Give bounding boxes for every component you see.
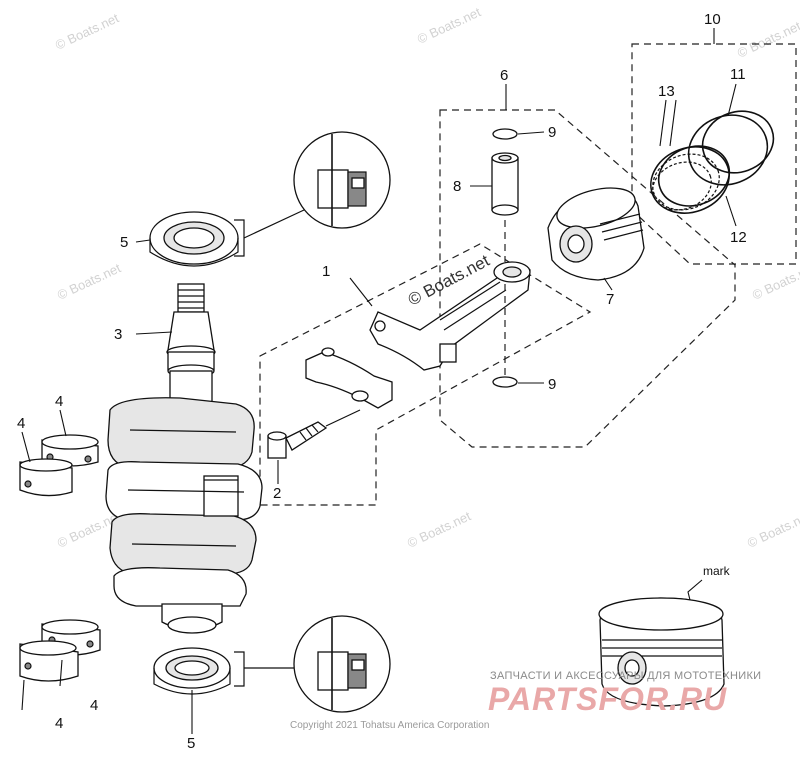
seal-detail-upper	[293, 131, 391, 229]
callout-2: 2	[273, 485, 281, 502]
mark-label: mark	[703, 564, 731, 578]
callout-9: 9	[548, 124, 556, 141]
callout-9: 9	[548, 376, 556, 393]
piston-pin	[491, 152, 519, 216]
footer: ЗАПЧАСТИ И АКСЕССУАРЫ ДЛЯ МОТОТЕХНИКИ PA…	[290, 670, 761, 731]
callout-6: 6	[500, 67, 508, 84]
callout-4: 4	[90, 697, 98, 714]
main-bearing-upper	[19, 434, 99, 497]
copyright-text: Copyright 2021 Tohatsu America Corporati…	[290, 720, 489, 731]
callout-5: 5	[187, 735, 195, 752]
callout-10: 10	[704, 11, 721, 28]
oil-seal-lower	[153, 647, 300, 695]
assembly-boundaries	[259, 43, 797, 506]
piston-ring-set	[650, 110, 775, 214]
callout-8: 8	[453, 178, 461, 195]
piston	[547, 187, 645, 281]
watermark: © Boats.net	[750, 260, 800, 303]
watermark: © Boats.net	[745, 508, 800, 551]
brand-subtitle: ЗАПЧАСТИ И АКСЕССУАРЫ ДЛЯ МОТОТЕХНИКИ	[490, 670, 761, 682]
callout-3: 3	[114, 326, 122, 343]
callout-7: 7	[606, 291, 614, 308]
watermark: © Boats.net	[405, 508, 473, 551]
piston-pin-circlip-lower	[492, 376, 518, 388]
seal-detail-lower	[293, 615, 391, 713]
callout-12: 12	[730, 229, 747, 246]
connecting-rod-cap	[305, 347, 393, 409]
watermark: © Boats.net	[53, 10, 121, 53]
connecting-rod	[369, 261, 531, 371]
rod-bolt	[267, 409, 361, 459]
callout-4: 4	[55, 715, 63, 732]
crankshaft-thread	[177, 283, 205, 313]
callout-5: 5	[120, 234, 128, 251]
callout-1: 1	[322, 263, 330, 280]
leader-lines	[21, 28, 737, 734]
watermark: © Boats.net	[415, 4, 483, 47]
brand-logo: PARTSFOR.RU	[488, 681, 727, 717]
piston-pin-circlip-upper	[492, 128, 518, 140]
piston-set-boundary	[439, 109, 736, 448]
callout-4: 4	[17, 415, 25, 432]
watermark: © Boats.net	[735, 18, 800, 61]
callout-4: 4	[55, 393, 63, 410]
watermark: © Boats.net	[55, 260, 123, 303]
crankshaft	[105, 283, 263, 634]
ring-set-boundary	[631, 43, 797, 265]
callout-numbers: 1 2 3 4 4 4 4 5 5 6 7 8 9 9 10 11 12 13	[17, 11, 747, 752]
oil-seal-upper	[149, 209, 305, 267]
callout-13: 13	[658, 83, 675, 100]
main-bearing-lower	[19, 619, 101, 682]
callout-11: 11	[730, 66, 746, 83]
connecting-rod-set-boundary	[259, 243, 592, 506]
piston-mark-detail: mark	[598, 564, 731, 707]
